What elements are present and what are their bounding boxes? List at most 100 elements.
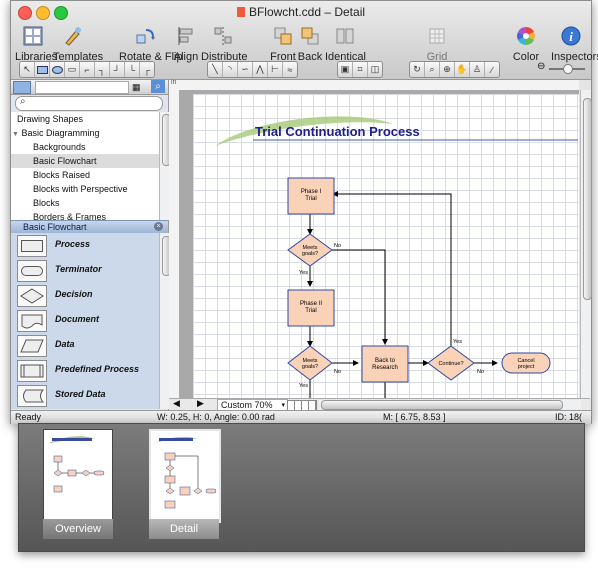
libraries-icon [23, 26, 43, 46]
templates-icon [65, 27, 81, 46]
library-item-selected[interactable]: Basic Flowchart [11, 154, 181, 168]
decision-shape[interactable] [427, 345, 475, 381]
rotate-view-tool[interactable]: ↻ [410, 62, 425, 77]
ellipse-tool[interactable] [50, 62, 65, 77]
identical-button[interactable]: Identical [325, 25, 366, 77]
decision-shape[interactable] [287, 233, 333, 267]
grid-button[interactable]: Grid [425, 25, 449, 77]
palette-item-stored-data[interactable]: Stored Data [11, 383, 159, 407]
palette-item-predefined-process[interactable]: Predefined Process [11, 358, 159, 382]
stamp-tool[interactable]: ♙ [470, 62, 485, 77]
spline-tool[interactable]: ≈ [283, 62, 297, 77]
library-view-tab[interactable] [13, 81, 31, 94]
zoom-in-tool[interactable]: ⊕ [440, 62, 455, 77]
library-item[interactable]: Drawing Shapes [17, 114, 84, 124]
polyline-icon: ⋀ [256, 64, 264, 74]
text-box-tool[interactable]: ▭ [65, 62, 80, 77]
library-item[interactable]: Backgrounds [33, 142, 86, 152]
status-mouse-position: M: [ 6.75, 8.53 ] [383, 412, 446, 422]
minimize-window-button[interactable] [36, 6, 50, 20]
palette-item-document[interactable]: Document [11, 308, 159, 332]
connector-tool-4[interactable]: └ [125, 62, 140, 77]
library-item[interactable]: Borders & Frames [33, 212, 107, 220]
connector-icon: └ [128, 64, 136, 75]
bezier-tool[interactable]: ⊢ [268, 62, 283, 77]
color-button[interactable]: Color [511, 25, 541, 77]
decision-shape[interactable] [287, 345, 333, 381]
line-tool[interactable]: ╲ [208, 62, 223, 77]
canvas-horizontal-scrollbar[interactable] [319, 400, 581, 410]
text-box-icon: ▭ [67, 64, 77, 74]
snap-tool[interactable]: ▣ [338, 62, 353, 77]
pointer-tool[interactable]: ↖ [20, 62, 35, 77]
palette-item-terminator[interactable]: Terminator [11, 258, 159, 282]
library-item[interactable]: Blocks with Perspective [33, 184, 128, 194]
palette-item-data[interactable]: Data [11, 333, 159, 357]
front-button[interactable]: Front [269, 25, 297, 77]
zoom-tool[interactable]: ⌕ [425, 62, 440, 77]
scrollbar-thumb[interactable] [321, 400, 563, 410]
hand-tool[interactable]: ✋ [455, 62, 470, 77]
close-window-button[interactable] [18, 6, 32, 20]
zoom-slider[interactable]: ⊖ [537, 61, 587, 75]
back-button[interactable]: Back [297, 25, 323, 77]
page-tab-detail[interactable]: Detail [149, 519, 219, 539]
palette-item-decision[interactable]: Decision [11, 283, 159, 307]
curve-tool[interactable]: ∽ [238, 62, 253, 77]
crop-tool[interactable]: ⌗ [353, 62, 368, 77]
library-list-scrollbar[interactable] [159, 112, 171, 220]
page-prev-icon[interactable]: ◀ [173, 398, 180, 408]
connector-icon: ┌ [143, 64, 151, 75]
page-next-icon[interactable]: ▶ [197, 398, 204, 408]
polyline-tool[interactable]: ⋀ [253, 62, 268, 77]
zoom-window-button[interactable] [54, 6, 68, 20]
shape-palette: Process Terminator Decision Document Dat… [11, 233, 159, 409]
connector-tool-1[interactable]: ⌐ [80, 62, 95, 77]
status-metrics: W: 0.25, H: 0, Angle: 0.00 rad [157, 412, 275, 422]
grid-view-icon[interactable]: ▦ [132, 82, 141, 92]
palette-scrollbar[interactable] [159, 233, 171, 409]
process-shape[interactable] [287, 289, 335, 327]
close-palette-icon[interactable]: × [154, 222, 163, 231]
library-item[interactable]: Blocks [33, 198, 60, 208]
align-button[interactable]: Align [173, 25, 199, 77]
palette-item-process[interactable]: Process [11, 233, 159, 257]
libraries-button[interactable]: Libraries [15, 25, 57, 77]
process-shape[interactable] [361, 345, 409, 383]
zoom-in-icon: ⊕ [443, 64, 451, 74]
eyedropper-tool[interactable]: ∕ [485, 62, 499, 77]
page-tab-overview[interactable]: Overview [43, 519, 113, 539]
library-group[interactable]: ▼ Basic Diagramming [12, 128, 100, 138]
scrollbar-thumb[interactable] [583, 98, 592, 300]
spline-icon: ≈ [287, 64, 293, 75]
page-thumbnail-overview[interactable] [43, 429, 113, 521]
connector-tool-2[interactable]: ┐ [95, 62, 110, 77]
templates-button[interactable]: Templates [53, 25, 103, 77]
connector-tool-5[interactable]: ┌ [140, 62, 154, 77]
inspectors-button[interactable]: i Inspectors [551, 25, 598, 77]
resize-icon: ◫ [370, 64, 380, 74]
canvas-bottom-bar: ◀ ▶ Custom 70% ▾ [169, 398, 590, 412]
canvas-vertical-scrollbar[interactable] [580, 90, 592, 398]
zoom-slider-knob[interactable] [563, 64, 573, 74]
rotate-flip-button[interactable]: Rotate & Flip [119, 25, 183, 77]
process-shape[interactable] [287, 177, 335, 215]
snap-icon: ▣ [340, 64, 350, 74]
arc-tool[interactable]: ◝ [223, 62, 238, 77]
library-item[interactable]: Blocks Raised [33, 170, 91, 180]
connector-tool-3[interactable]: ┘ [110, 62, 125, 77]
library-search-input[interactable]: ⌕ [15, 96, 163, 111]
library-selector[interactable] [35, 81, 129, 94]
terminator-shape[interactable] [501, 352, 551, 374]
page-thumbnail-detail[interactable] [149, 429, 221, 523]
rectangle-tool[interactable] [35, 62, 50, 77]
distribute-button[interactable]: Distribute [201, 25, 247, 77]
magnifier-icon: ⌕ [429, 64, 435, 74]
search-toggle-icon[interactable]: ⌕ [151, 80, 165, 93]
resize-tool[interactable]: ◫ [368, 62, 382, 77]
